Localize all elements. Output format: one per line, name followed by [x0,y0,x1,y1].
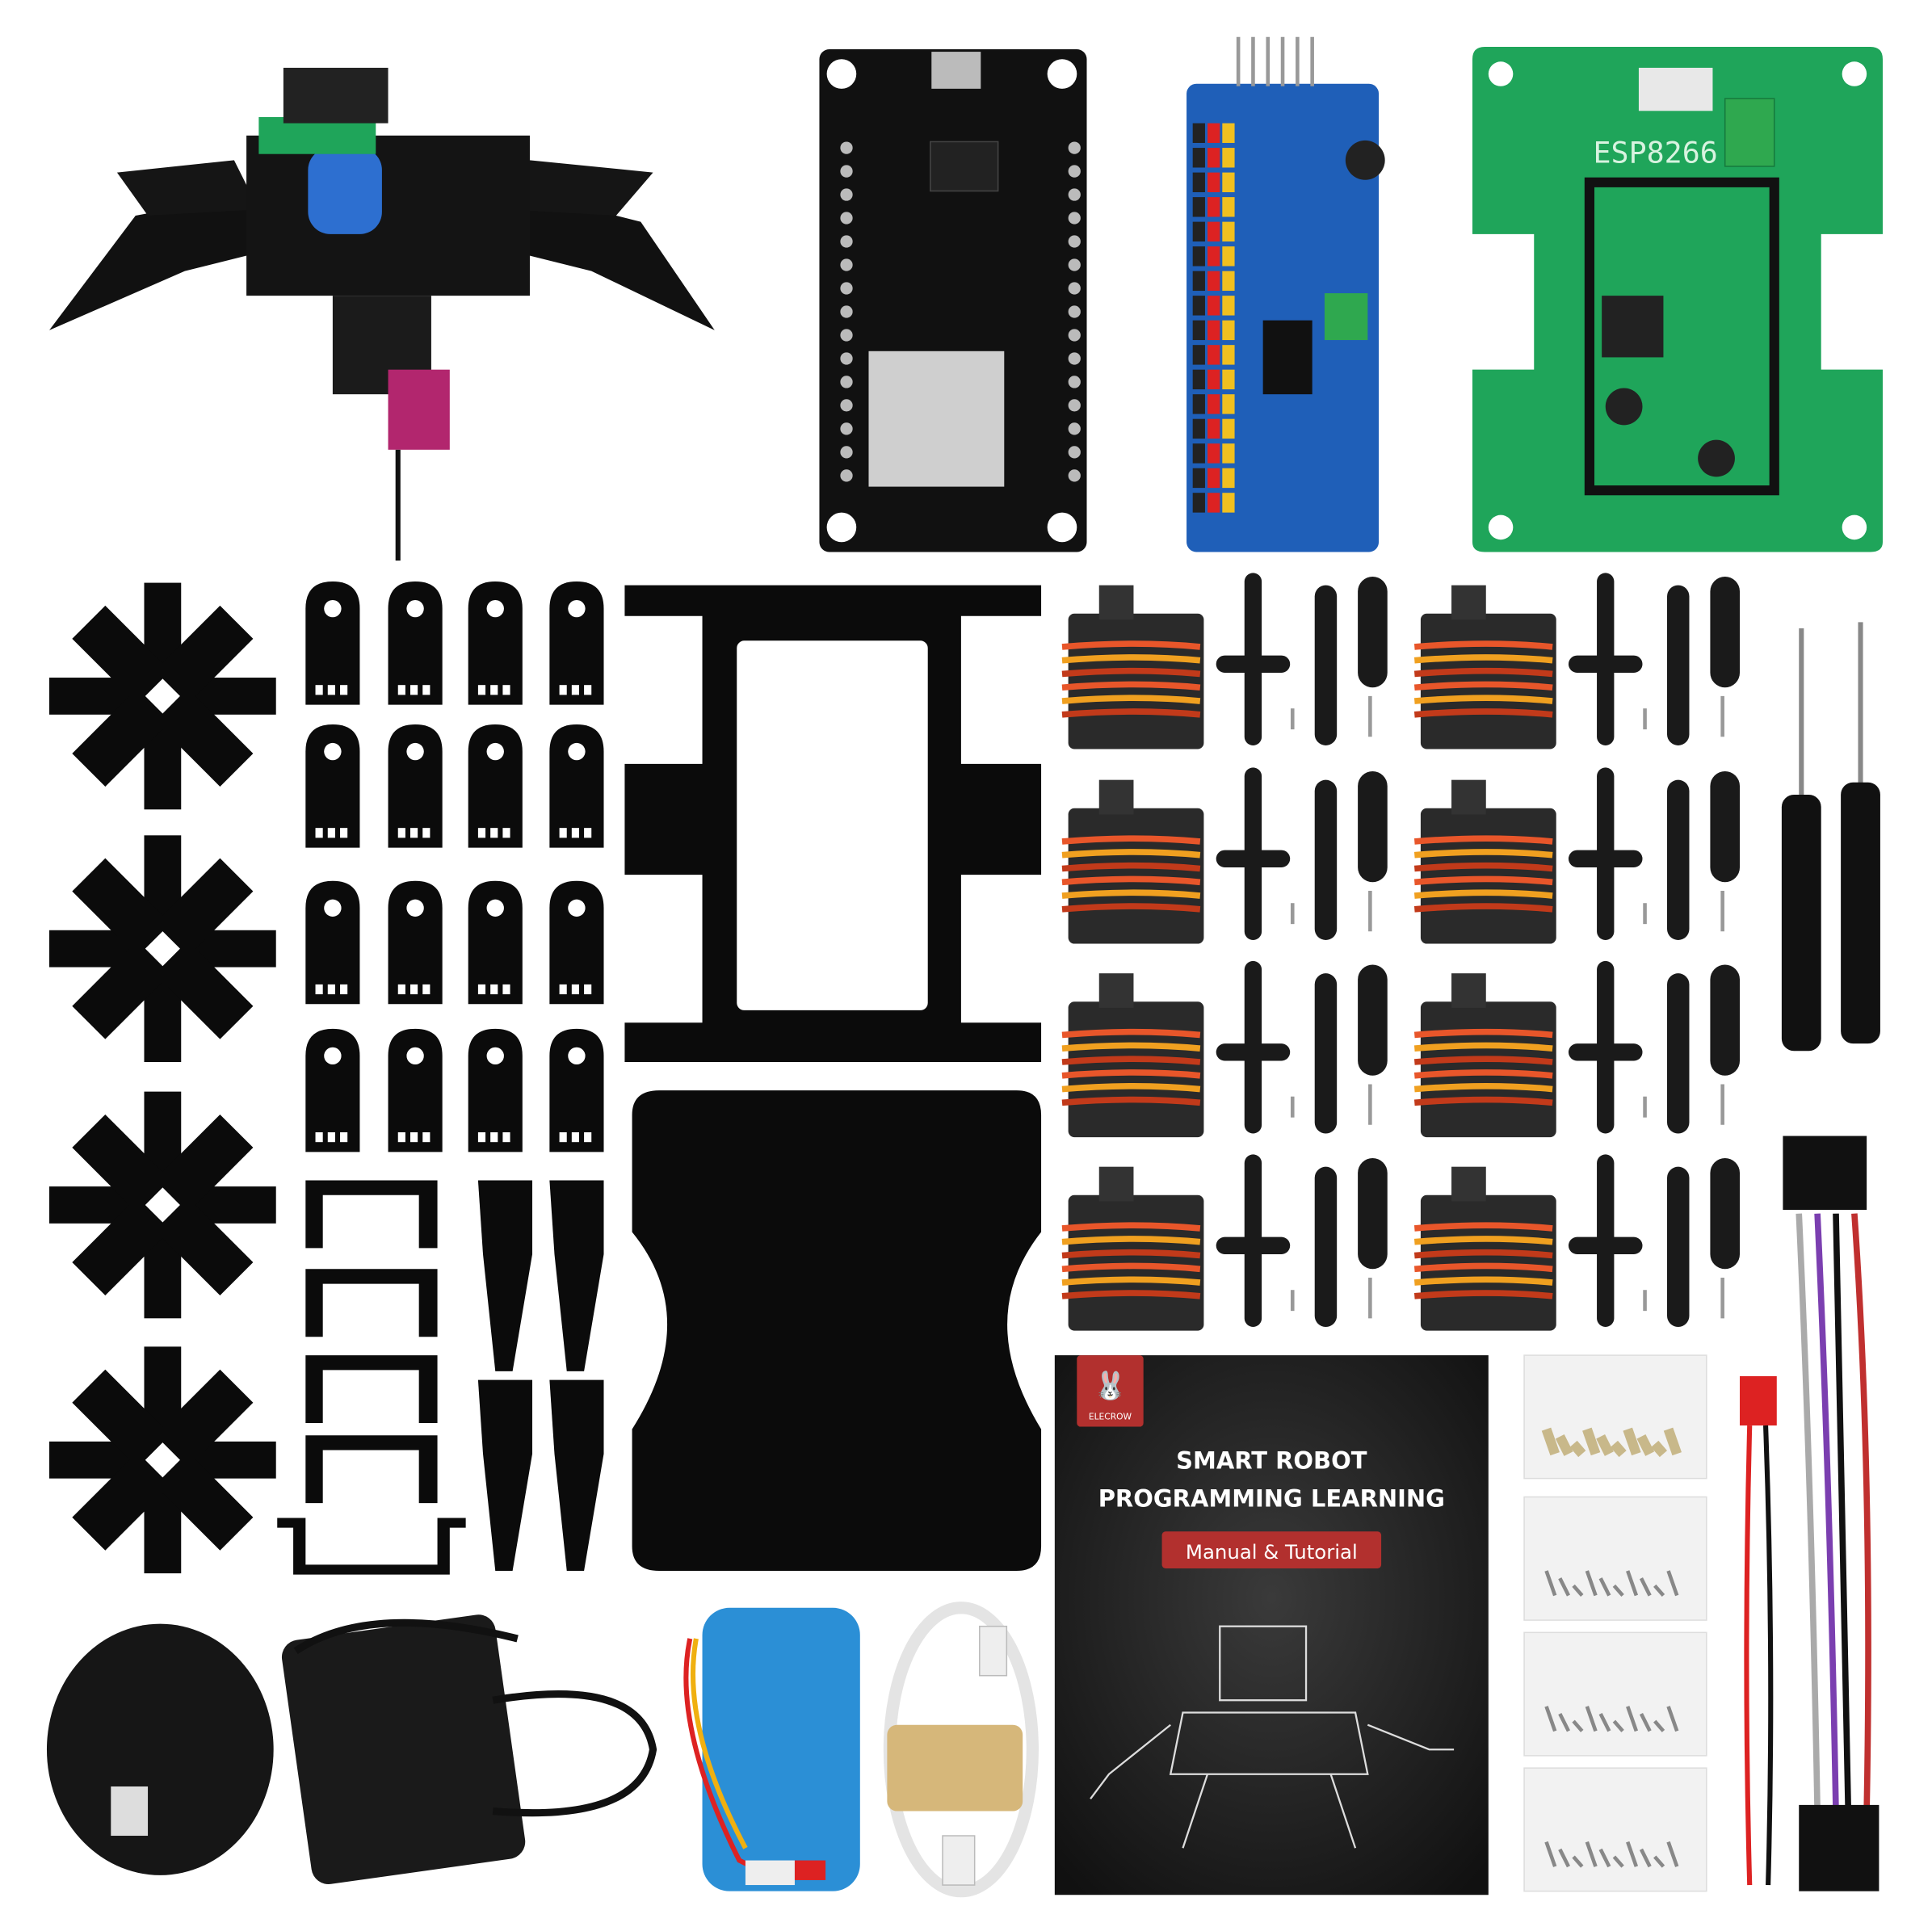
u-bracket [305,1435,438,1504]
bracket-piece [468,1028,523,1152]
leg-piece [549,1379,604,1572]
bracket-piece [305,1028,360,1152]
bracket-piece [549,581,604,705]
bracket-piece [549,1028,604,1152]
bracket-piece [468,880,523,1005]
acrylic-top-frame [624,585,1042,1063]
screw-bags [1523,1354,1707,1892]
cross-piece [49,1091,276,1319]
robot-line-drawing [1090,1625,1455,1849]
hardware-bag [1523,1631,1707,1757]
manual-subtitle: Manual & Tutorial [1186,1540,1358,1564]
bracket-piece [549,880,604,1005]
acrylic-brackets [305,581,604,1152]
manual-title-line2: PROGRAMMING LEARNING [1098,1485,1445,1513]
servo-kit [1413,1154,1741,1331]
cross-piece [49,1346,276,1574]
u-bracket [305,1180,438,1249]
esp8266-expansion-board: ESP8266 [1472,46,1883,552]
jst-power-wire [1740,1376,1777,1886]
brand-logo [1077,1355,1144,1427]
leg-piece [477,1379,533,1572]
hardware-bag [1523,1496,1707,1621]
acrylic-u-brackets [277,1180,604,1575]
bracket-piece [549,724,604,848]
manual-booklet: 🐰 ELECROW SMART ROBOT PROGRAMMING LEARNI… [1054,1355,1489,1896]
bracket-piece [305,880,360,1005]
leg-piece [477,1180,533,1371]
servo-kit [1413,767,1741,944]
screwdrivers [1781,622,1880,1052]
bracket-piece [388,880,443,1005]
bracket-piece [305,724,360,848]
cross-piece [49,835,276,1063]
hardware-bag [1523,1354,1707,1480]
dupont-wires [1783,1136,1880,1891]
u-bracket [305,1269,438,1337]
bracket-piece [305,581,360,705]
acrylic-bottom-plate [632,1090,1042,1572]
servo-kit [1061,573,1388,749]
hardware-bag [1523,1767,1707,1892]
leg-piece [549,1180,604,1371]
board-label: ESP8266 [1593,135,1717,170]
bracket-piece [468,581,523,705]
lithium-battery [683,1607,860,1891]
svg-text:🐰: 🐰 [1094,1370,1128,1401]
assembled-spider-robot [49,67,715,561]
servo-kit [1413,960,1741,1138]
acrylic-cross-parts [49,582,276,1574]
bracket-piece [468,724,523,848]
servo-kit [1061,1154,1388,1331]
bracket-piece [388,1028,443,1152]
usb-cable [883,1602,1040,1898]
servo-driver-board [1186,36,1385,552]
cross-piece [49,582,276,810]
servo-kit [1413,573,1741,749]
bracket-piece [388,581,443,705]
servo-motors [1061,573,1741,1331]
u-bracket [277,1518,466,1575]
logo-text: ELECROW [1089,1411,1132,1421]
servo-kit [1061,960,1388,1138]
power-adapter [46,1614,657,1885]
bracket-piece [388,724,443,848]
nodemcu-esp8266-board [819,49,1087,552]
manual-title-line1: SMART ROBOT [1176,1446,1367,1474]
u-bracket [305,1355,438,1423]
servo-kit [1061,767,1388,944]
